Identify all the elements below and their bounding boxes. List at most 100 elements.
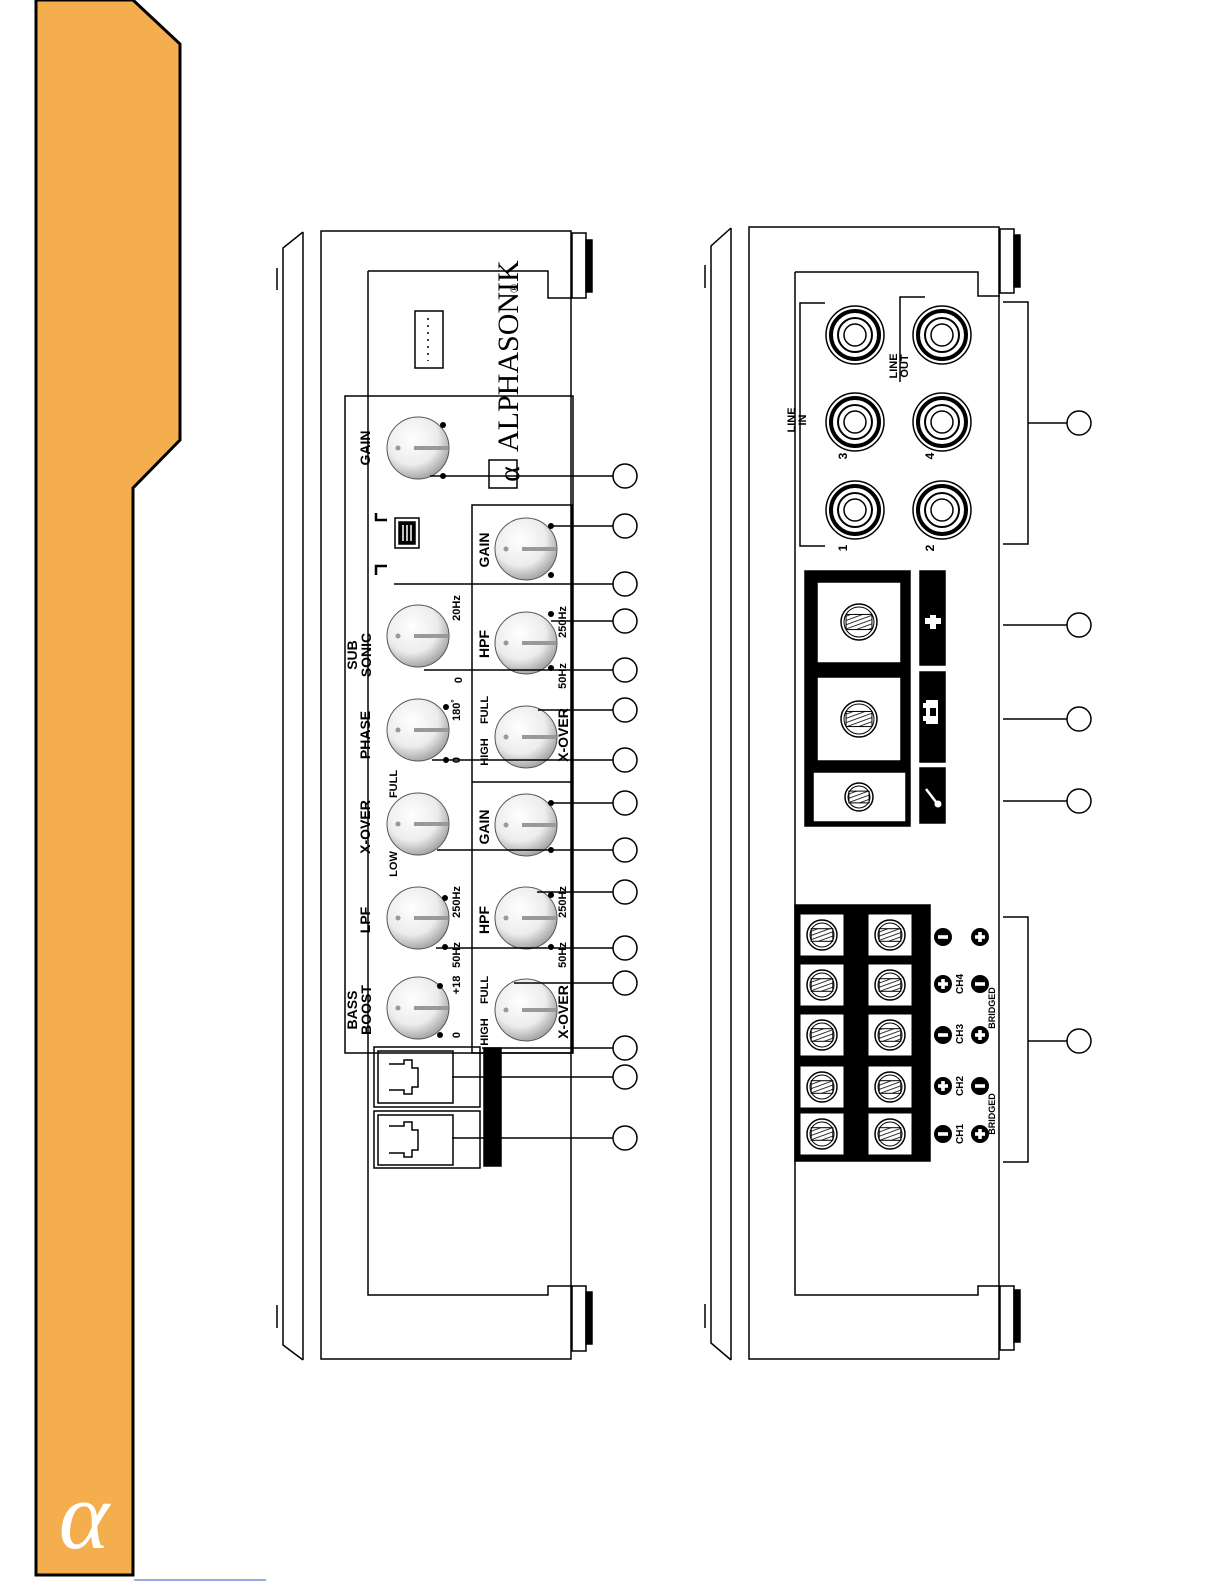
plus-terminal-icon: [934, 975, 952, 993]
minus-terminal-icon: [971, 1077, 989, 1095]
power-screw: [841, 701, 877, 737]
rca-jack: [913, 306, 971, 364]
ch-a-gain-label: GAIN: [476, 533, 492, 568]
subsonic-min: 0: [453, 677, 465, 683]
ch-b-hpf-min: 50Hz: [557, 942, 569, 968]
knob: [495, 706, 557, 768]
minus-terminal-icon: [934, 1026, 952, 1044]
callout-circle: [613, 936, 637, 960]
ch-b-xover-min: HIGH: [479, 1018, 491, 1046]
indicator-dot: [548, 944, 554, 950]
lpf-label: LPF: [357, 906, 373, 933]
xover-max: FULL: [388, 770, 400, 798]
indicator-dot: [442, 895, 448, 901]
knob: [387, 605, 449, 667]
indicator-dot: [437, 1032, 443, 1038]
knob: [387, 793, 449, 855]
callout-circle: [613, 514, 637, 538]
callout-circle: [613, 698, 637, 722]
registered-mark: ®: [507, 284, 521, 293]
rca-jack: [826, 306, 884, 364]
xover-min: LOW: [388, 851, 400, 877]
knob: [495, 794, 557, 856]
callout-circle: [1067, 613, 1091, 637]
alpha-symbol: α: [493, 466, 526, 482]
subsonic-max: 20Hz: [451, 595, 463, 621]
indicator-dot: [443, 704, 449, 710]
line-in-label-2: IN: [797, 414, 809, 425]
bridged-label-2: BRIDGED: [987, 987, 997, 1029]
plus-terminal-icon: [971, 928, 989, 946]
callout-circle: [1067, 707, 1091, 731]
knob: [387, 417, 449, 479]
indicator-dot: [548, 572, 554, 578]
rca-number-1: 1: [836, 544, 850, 551]
speaker-screw: [807, 1020, 837, 1050]
speaker-screw: [875, 1119, 905, 1149]
indicator-dot: [548, 892, 554, 898]
ch1-label: CH1: [955, 1124, 966, 1144]
line-out-label-2: OUT: [899, 354, 911, 378]
brand-logo: α ALPHASONIK ®: [489, 260, 526, 488]
gain-label: GAIN: [357, 431, 373, 466]
rca-number-3: 3: [836, 452, 850, 459]
ch-b-hpf-label: HPF: [476, 906, 492, 934]
rca-jack: [913, 393, 971, 451]
knob: [387, 699, 449, 761]
callout-circle: [613, 748, 637, 772]
knob: [495, 979, 557, 1041]
indicator-dot: [440, 422, 446, 428]
callout-circle: [613, 1065, 637, 1089]
rca-jack: [913, 481, 971, 539]
callout-circle: [613, 572, 637, 596]
callout-circle: [613, 1126, 637, 1150]
ch-b-xover-max: FULL: [479, 976, 491, 1004]
callout-circle: [1067, 1029, 1091, 1053]
speaker-screw: [875, 970, 905, 1000]
power-screw: [841, 604, 877, 640]
rca-jack: [826, 481, 884, 539]
phase-max: 180˚: [451, 699, 463, 721]
rear-callouts: [1003, 411, 1091, 1053]
phase-label: PHASE: [357, 711, 373, 759]
speaker-screw: [807, 970, 837, 1000]
knob: [495, 612, 557, 674]
callout-circle: [613, 838, 637, 862]
ch-b-xover-label: X-OVER: [555, 985, 571, 1039]
callout-circle: [613, 658, 637, 682]
bridged-label-1: BRIDGED: [987, 1093, 997, 1135]
speaker-screw: [807, 1119, 837, 1149]
knob: [387, 887, 449, 949]
ch3-label: CH3: [955, 1024, 966, 1044]
ch-a-xover-min: HIGH: [479, 738, 491, 766]
callout-circle: [1067, 789, 1091, 813]
callout-circle: [613, 791, 637, 815]
speaker-screw: [875, 1072, 905, 1102]
callout-circle: [1067, 411, 1091, 435]
front-panel: [277, 231, 592, 1360]
indicator-dot: [442, 944, 448, 950]
ch-b-hpf-max: 250Hz: [557, 886, 569, 918]
bass-boost-min: 0: [451, 1032, 463, 1038]
callout-circle: [613, 971, 637, 995]
ch-b-gain-label: GAIN: [476, 810, 492, 845]
speaker-screw: [875, 920, 905, 950]
knob: [495, 518, 557, 580]
ch-a-xover-max: FULL: [479, 696, 491, 724]
minus-terminal-icon: [934, 1125, 952, 1143]
ch-a-hpf-label: HPF: [476, 630, 492, 658]
plus-terminal-icon: [934, 1077, 952, 1095]
ch4-label: CH4: [955, 974, 966, 994]
subsonic-label-2: SONIC: [358, 633, 374, 677]
ch2-label: CH2: [955, 1076, 966, 1096]
rca-jack: [826, 393, 884, 451]
minus-terminal-icon: [934, 928, 952, 946]
speaker-screw: [807, 920, 837, 950]
lpf-max: 250Hz: [451, 886, 463, 918]
callout-circle: [613, 609, 637, 633]
callout-circle: [613, 880, 637, 904]
bass-boost-label-2: BOOST: [358, 985, 374, 1035]
indicator-dot: [437, 983, 443, 989]
indicator-dot: [548, 611, 554, 617]
callout-circle: [613, 464, 637, 488]
